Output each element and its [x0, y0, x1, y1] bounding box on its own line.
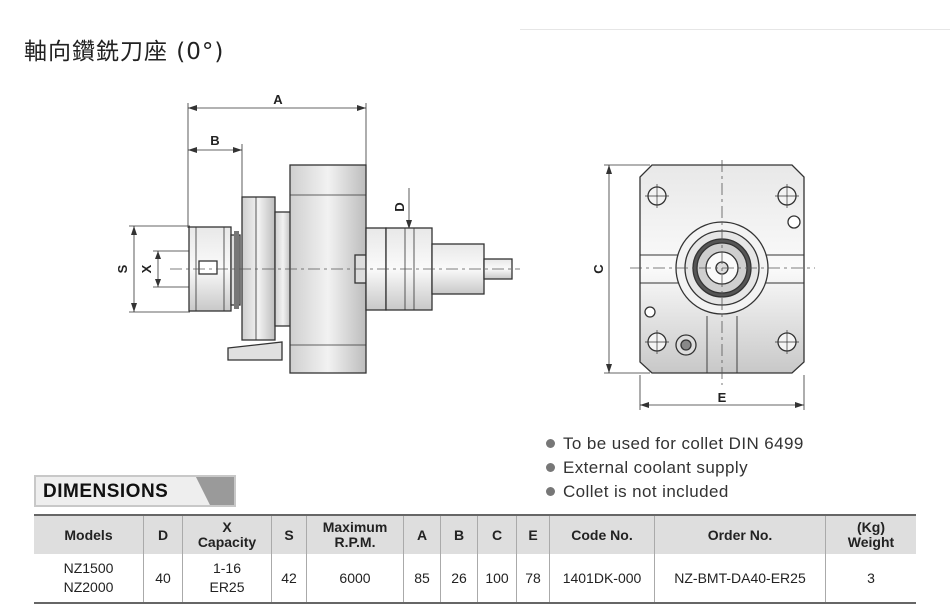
label-d: D	[392, 202, 407, 211]
bullet-icon	[546, 487, 555, 496]
cell-e: 78	[516, 554, 550, 604]
cell-d: 40	[143, 554, 183, 604]
cell-a: 85	[403, 554, 441, 604]
cell-order-no: NZ-BMT-DA40-ER25	[654, 554, 826, 604]
note-item: Collet is not included	[546, 480, 804, 504]
note-item: External coolant supply	[546, 456, 804, 480]
col-s: S	[271, 514, 307, 554]
label-c: C	[591, 264, 606, 274]
label-b: B	[210, 133, 219, 148]
bullet-icon	[546, 463, 555, 472]
label-x: X	[139, 264, 154, 273]
cell-max-rpm: 6000	[306, 554, 404, 604]
col-code-no: Code No.	[549, 514, 655, 554]
cell-weight: 3	[825, 554, 916, 604]
cell-s: 42	[271, 554, 307, 604]
dimensions-heading: DIMENSIONS	[43, 481, 169, 502]
cell-c: 100	[477, 554, 517, 604]
page-title: 軸向鑽銑刀座 (0°)	[24, 39, 225, 65]
col-order-no: Order No.	[654, 514, 826, 554]
label-s: S	[115, 264, 130, 273]
label-e: E	[718, 390, 727, 405]
col-e: E	[516, 514, 550, 554]
feature-notes: To be used for collet DIN 6499 External …	[546, 432, 804, 504]
col-models: Models	[34, 514, 144, 554]
note-item: To be used for collet DIN 6499	[546, 432, 804, 456]
col-b: B	[440, 514, 478, 554]
cell-code-no: 1401DK-000	[549, 554, 655, 604]
cell-b: 26	[440, 554, 478, 604]
side-view	[129, 103, 520, 374]
front-view	[604, 160, 815, 410]
col-d: D	[143, 514, 183, 554]
col-c: C	[477, 514, 517, 554]
col-weight: (Kg)Weight	[825, 514, 916, 554]
top-rule	[520, 29, 950, 30]
bullet-icon	[546, 439, 555, 448]
col-a: A	[403, 514, 441, 554]
label-a: A	[273, 92, 283, 107]
